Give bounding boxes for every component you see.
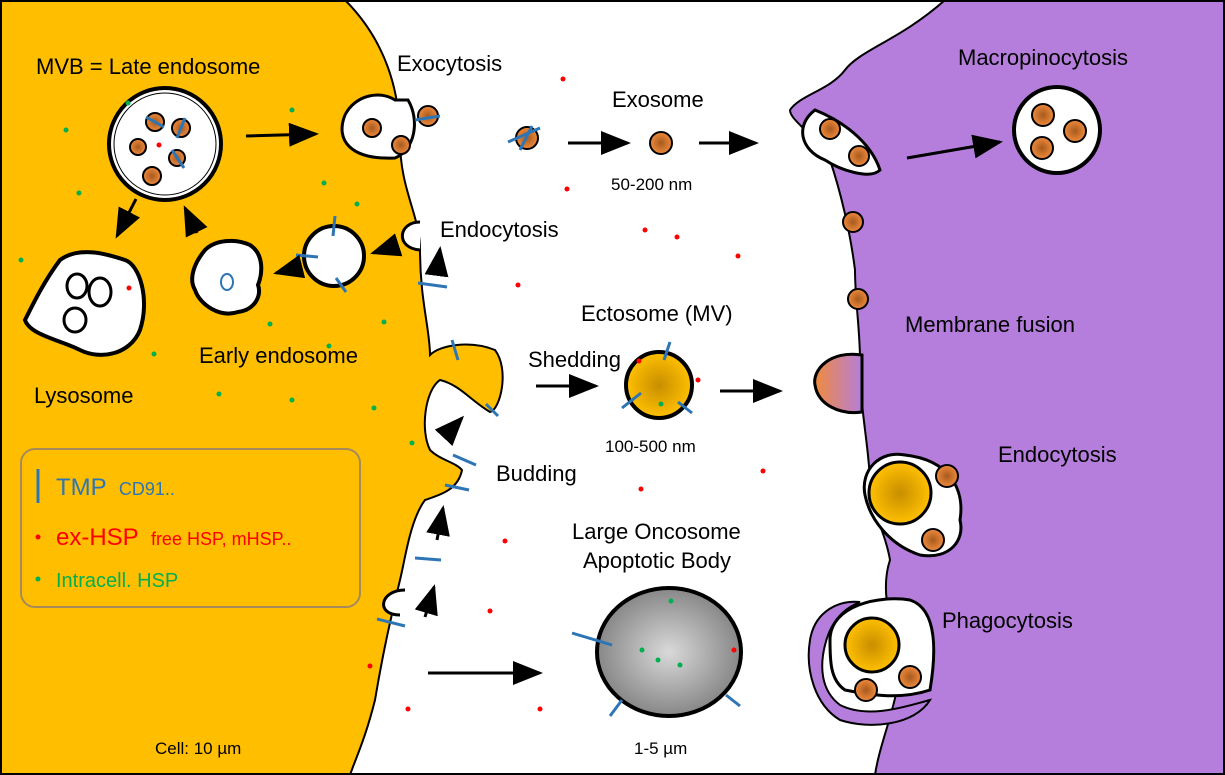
exosome <box>847 288 869 310</box>
released-exosome <box>507 125 541 151</box>
exosome <box>854 678 878 702</box>
phagocytic-arm <box>807 600 933 726</box>
legend-tmp-main: TMP <box>56 474 106 501</box>
legend-intracell: Intracell. HSP <box>56 570 178 592</box>
legend-exhsp-main: ex-HSP <box>56 524 138 551</box>
legend-exhsp: ex-HSP free HSP, mHSP.. <box>56 524 291 551</box>
label-cell-size: Cell: 10 µm <box>155 739 241 758</box>
label-exosome: Exosome <box>612 87 704 112</box>
label-large-oncosome: Large Oncosome <box>572 519 741 544</box>
label-budding: Budding <box>496 461 577 486</box>
legend-exhsp-dot <box>35 534 41 540</box>
legend-tmp-sub: CD91.. <box>119 479 175 499</box>
label-oncosome-size: 1-5 µm <box>634 739 687 758</box>
bud-1 <box>382 588 406 617</box>
label-early-endosome: Early endosome <box>199 343 358 368</box>
lysosome-vesicle <box>62 306 88 334</box>
exosome <box>935 464 959 488</box>
lysosome <box>22 250 147 357</box>
label-macropinocytosis: Macropinocytosis <box>958 45 1128 70</box>
label-shedding: Shedding <box>528 347 621 372</box>
label-mvb: MVB = Late endosome <box>36 54 260 79</box>
legend-intracell-dot <box>35 576 41 582</box>
exosome <box>819 118 841 140</box>
arrow-endocytosis-up <box>424 246 449 278</box>
legend-tmp: TMP CD91.. <box>56 474 175 501</box>
label-ectosome-size: 100-500 nm <box>605 437 696 456</box>
exosome <box>842 211 864 233</box>
intracell-hsp-dots <box>18 100 683 668</box>
label-apoptotic-body: Apoptotic Body <box>583 548 731 573</box>
exosome <box>649 131 673 155</box>
legend-exhsp-sub: free HSP, mHSP.. <box>151 529 291 549</box>
label-endocytosis-right: Endocytosis <box>998 442 1117 467</box>
fusing-ectosome <box>813 352 864 415</box>
arrow-mvb-to-lysosome <box>115 198 141 239</box>
legend-box <box>20 448 361 608</box>
large-oncosome <box>571 586 743 718</box>
lysosome-vesicle <box>87 276 113 308</box>
arrow-early-endosome-to-mvb <box>183 205 208 238</box>
arrows <box>115 122 1003 685</box>
ex-hsp-dots <box>126 76 766 712</box>
exosome <box>848 145 870 167</box>
endocytosis-invagination <box>400 220 421 252</box>
early-endosome-core <box>220 273 234 291</box>
arrow-budding-2 <box>426 505 450 541</box>
ectosome <box>843 616 901 674</box>
exosome <box>898 665 922 689</box>
label-endocytosis-left: Endocytosis <box>440 217 559 242</box>
label-exocytosis: Exocytosis <box>397 51 502 76</box>
exocytosis-exosomes <box>362 105 441 155</box>
label-lysosome: Lysosome <box>34 383 133 408</box>
membrane-tmp-markers <box>376 281 500 628</box>
arrow-mvb-to-exocytosis <box>245 122 319 147</box>
label-membrane-fusion: Membrane fusion <box>905 312 1075 337</box>
arrow-to-macropinosome <box>906 134 1003 160</box>
ectosome <box>867 460 933 526</box>
lysosome-vesicle <box>65 272 89 300</box>
legend: TMP CD91.. ex-HSP free HSP, mHSP.. Intra… <box>20 448 361 608</box>
exosome <box>921 528 945 552</box>
ectosome <box>621 341 694 420</box>
label-phagocytosis: Phagocytosis <box>942 608 1073 633</box>
arrow-budding-3 <box>414 584 438 618</box>
label-exosome-size: 50-200 nm <box>611 175 692 194</box>
arrow-budding-1 <box>434 415 465 446</box>
arrow-endocytosis-to-vesicle <box>370 233 403 257</box>
label-ectosome: Ectosome (MV) <box>581 301 733 326</box>
macropinosome <box>1012 85 1102 175</box>
mvb <box>107 86 223 202</box>
arrow-vesicle-to-early-endosome <box>273 254 306 279</box>
